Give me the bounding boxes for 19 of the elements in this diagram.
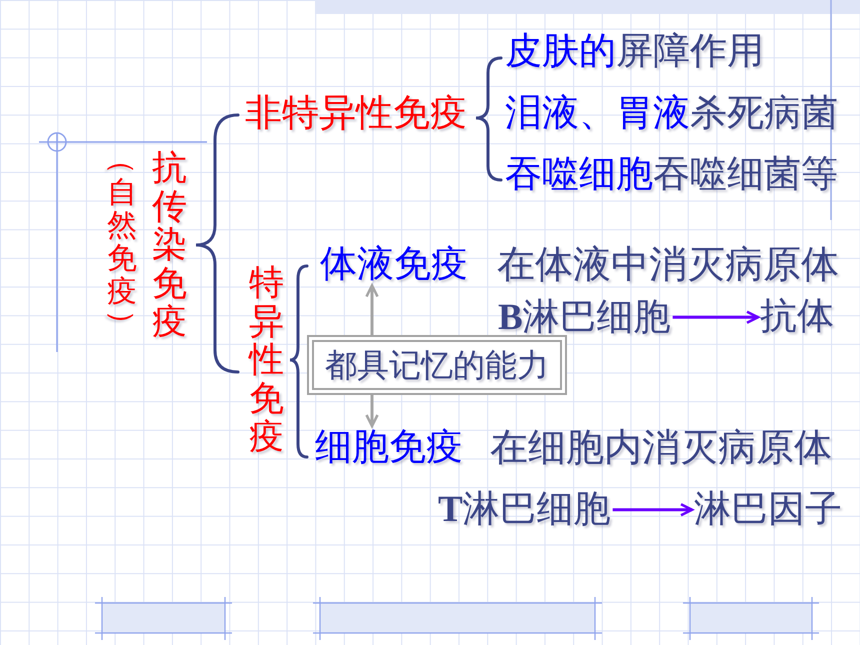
note-box: 都具记忆的能力 — [307, 335, 567, 395]
product-label: 淋巴因子 — [692, 488, 844, 531]
vertical-subheading: （自然免疫） — [107, 144, 137, 341]
arrow — [612, 502, 694, 517]
immunity-type-label: 体液免疫 — [318, 243, 470, 286]
arrow — [365, 284, 379, 335]
vertical-heading: 特异性免疫 — [249, 264, 284, 456]
arrow — [672, 310, 760, 324]
cell-label: T淋巴细胞 — [436, 489, 613, 532]
category-heading: 非特异性免疫 — [245, 92, 467, 135]
arrow — [365, 395, 379, 428]
list-item-text: 吞噬细胞吞噬细菌等 — [505, 153, 838, 196]
product-label: 抗体 — [758, 295, 836, 338]
description-text: 在体液中消灭病原体 — [497, 243, 839, 287]
description-text: 在细胞内消灭病原体 — [490, 426, 832, 470]
list-item-text: 泪液、胃液杀死病菌 — [505, 92, 838, 135]
immunity-type-label: 细胞免疫 — [313, 426, 465, 469]
list-item-text: 皮肤的屏障作用 — [505, 30, 764, 73]
vertical-heading: 抗传染免疫 — [152, 149, 187, 342]
